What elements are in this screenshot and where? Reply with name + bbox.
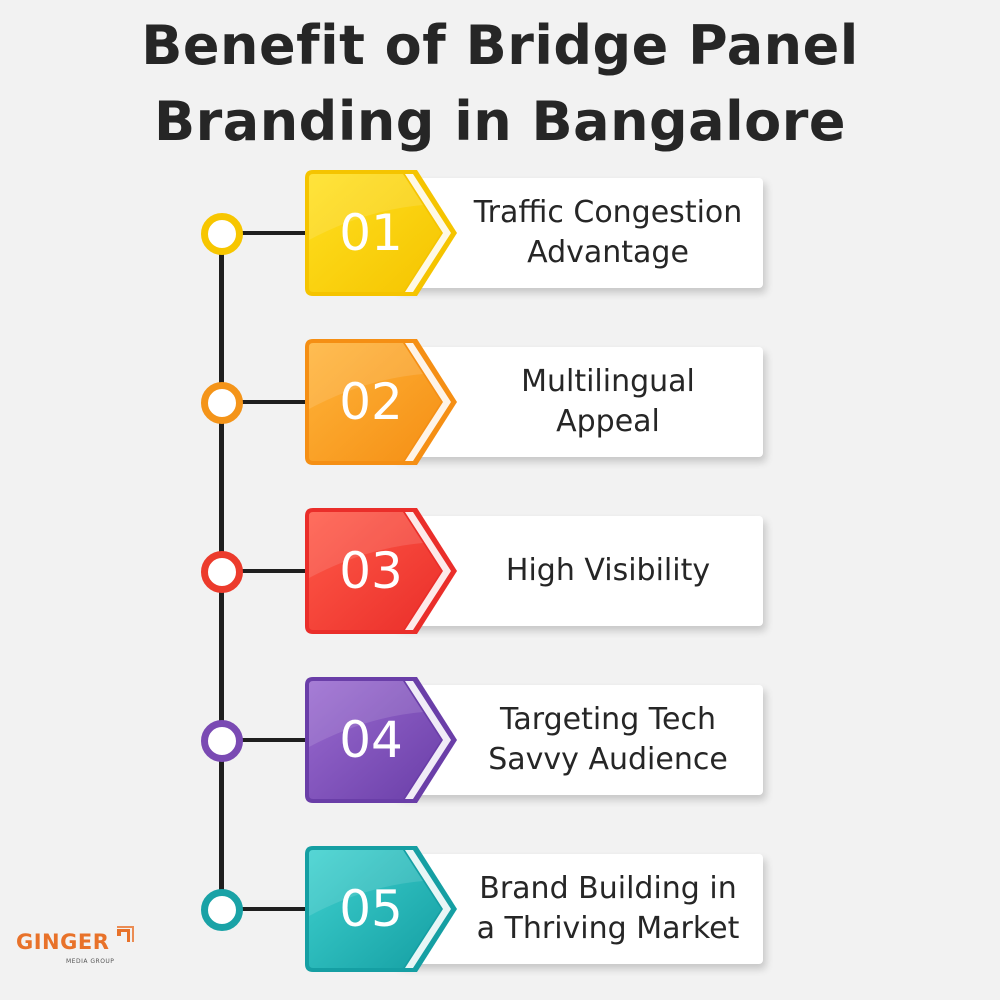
badge-stripe [405,850,451,968]
timeline-dot [201,720,243,762]
timeline-connector [240,738,310,742]
benefit-item: 03 High Visibility [0,508,1000,638]
benefit-text-line-1: Targeting Tech [500,702,716,737]
badge-shape [309,343,441,461]
timeline-connector [240,569,310,573]
benefit-text: Brand Building in a Thriving Market [455,854,761,964]
badge-shape [309,681,441,799]
badge-stripe [405,343,451,461]
badge-shape [309,512,441,630]
badge-stripe [405,174,451,292]
benefit-item: 05 Brand Building in a Thriving Market [0,846,1000,976]
benefit-text-line-2: Appeal [556,404,660,439]
logo-name: GINGER [16,930,110,954]
badge-highlight [309,343,423,409]
benefit-text-line-2: Advantage [527,235,689,270]
badge-number: 02 [339,373,403,431]
page-title: Benefit of Bridge Panel Branding in Bang… [0,8,1000,160]
benefit-text-line-1: High Visibility [505,553,711,588]
badge-number: 03 [339,542,403,600]
title-line-2: Branding in Bangalore [154,90,846,153]
badge-highlight [309,850,423,916]
badge-highlight [309,681,423,747]
number-badge: 05 [305,846,457,972]
timeline-dot [201,889,243,931]
ginger-logo: GINGER MEDIA GROUP [16,926,146,975]
badge-stripe [405,681,451,799]
timeline-dot [201,382,243,424]
badge-highlight [309,174,423,240]
badge-highlight [309,512,423,578]
timeline-connector [240,400,310,404]
title-line-1: Benefit of Bridge Panel [141,14,859,77]
timeline-dot [201,551,243,593]
benefit-text-line-1: Multilingual [521,364,695,399]
logo-subtitle: MEDIA GROUP [66,958,115,965]
benefit-text: High Visibility [455,516,761,626]
number-badge: 03 [305,508,457,634]
number-badge: 02 [305,339,457,465]
number-badge: 01 [305,170,457,296]
badge-shape [309,174,441,292]
benefit-text-line-2: a Thriving Market [476,911,740,946]
benefit-text-line-1: Traffic Congestion [473,195,743,230]
badge-number: 05 [339,880,403,938]
number-badge: 04 [305,677,457,803]
badge-shape [309,850,441,968]
timeline-dot [201,213,243,255]
signal-icon [117,926,134,942]
badge-stripe [405,512,451,630]
benefit-text-line-1: Brand Building in [479,871,737,906]
benefit-text-line-2: Savvy Audience [488,742,728,777]
badge-number: 04 [339,711,403,769]
timeline-connector [240,231,310,235]
timeline-connector [240,907,310,911]
badge-number: 01 [339,204,403,262]
